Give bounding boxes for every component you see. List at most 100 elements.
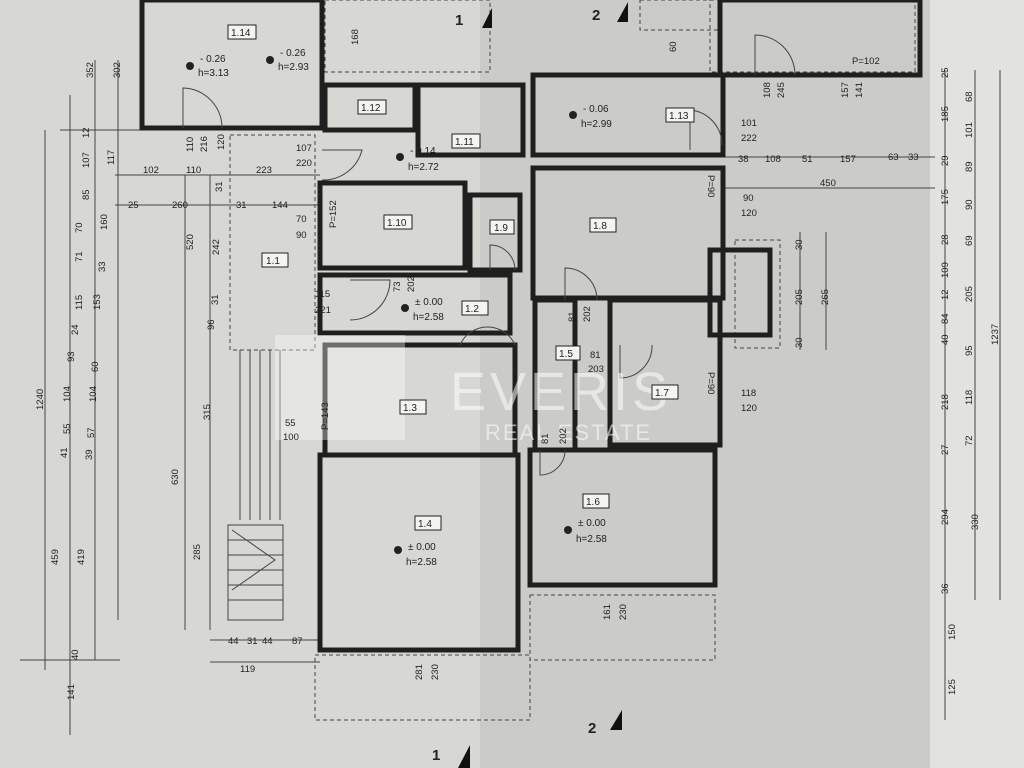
dim-label: 110 — [186, 165, 201, 176]
dim-label: 87 — [292, 636, 303, 647]
dim-label: 125 — [947, 679, 958, 695]
room-label: 1.13 — [669, 111, 689, 122]
level-marker-icon — [401, 304, 409, 312]
dim-label: 33 — [97, 261, 108, 272]
dim-label: 29 — [940, 155, 951, 166]
watermark: EVERIS REAL ESTATE — [275, 335, 668, 445]
right-inner-vertical: 30 205 265 30 — [794, 239, 831, 348]
dim-label: 60 — [90, 361, 101, 372]
level-marker-icon — [564, 526, 572, 534]
section-arrow-icon — [482, 8, 492, 28]
dim-label: 108 — [765, 154, 781, 165]
level-elev: ± 0.00 — [578, 518, 606, 529]
dim-label: 520 — [185, 234, 196, 250]
dim-label: 40 — [70, 649, 81, 660]
dim-label: 39 — [84, 449, 95, 460]
opening-bottom: 222 — [741, 133, 757, 144]
room-label: 1.11 — [455, 137, 474, 148]
room-label: 1.9 — [494, 223, 508, 234]
dim-label: 352 — [85, 62, 96, 78]
room-label: 1.6 — [586, 497, 600, 508]
level-height: h=2.58 — [406, 557, 437, 568]
room-label: 1.2 — [465, 304, 479, 315]
dim-label: 205 — [794, 289, 805, 305]
opening-bottom: 220 — [296, 158, 312, 169]
opening-top: 107 — [296, 143, 312, 154]
dim-label: 260 — [172, 200, 188, 211]
dim-label: 81 — [567, 311, 578, 322]
dim-label: 153 — [92, 294, 103, 310]
dim-label: 104 — [88, 386, 99, 402]
dim-label: 84 — [940, 313, 951, 324]
level-height: h=2.58 — [576, 534, 607, 545]
dim-label: 223 — [256, 165, 272, 176]
dim-label: 69 — [964, 235, 975, 246]
dim-label: 101 — [964, 122, 975, 138]
dim-label: 72 — [964, 435, 975, 446]
dim-label: 120 — [216, 134, 227, 150]
dim-label: 81 — [590, 350, 601, 361]
opening-top: 157 — [840, 82, 851, 98]
right-dimension-lines — [725, 70, 1001, 720]
opening-top: 101 — [741, 118, 757, 129]
parapet-labels: P=102 P=152 P=143 P=90 P=90 — [320, 56, 880, 430]
section-marker-2-bottom: 2 — [588, 720, 596, 737]
level-elev: ± 0.00 — [415, 297, 443, 308]
dim-label: 161 — [602, 604, 613, 620]
dim-label: 144 — [272, 200, 288, 211]
dim-label: 157 — [840, 154, 856, 165]
dim-label: 265 — [820, 289, 831, 305]
opening-top: 90 — [743, 193, 754, 204]
level-elev: ± 0.00 — [408, 542, 436, 553]
right-total-dimension: 1237 — [990, 324, 1001, 345]
dim-label: 102 — [143, 165, 159, 176]
dim-label: 81 — [540, 433, 551, 444]
level-marker-icon — [266, 56, 274, 64]
dim-label: 30 — [794, 337, 805, 348]
level-marker-icon — [569, 111, 577, 119]
opening-top: 118 — [741, 388, 756, 399]
section-arrow-icon — [610, 710, 622, 730]
staircase — [227, 524, 284, 621]
dim-label: 40 — [940, 334, 951, 345]
section-markers: 1 2 2 1 — [432, 2, 628, 768]
room-label: 1.8 — [593, 221, 607, 232]
dim-label: 205 — [964, 286, 975, 302]
opening-top: 115 — [315, 289, 330, 300]
opening-bottom: 120 — [741, 208, 757, 219]
room-label: 1.3 — [403, 403, 417, 414]
dim-label: 150 — [947, 624, 958, 640]
right-horizontal-dimensions: 38 108 51 157 63 33 450 — [738, 152, 919, 189]
level-height: h=2.72 — [408, 162, 439, 173]
left-total-dimension: 1240 — [35, 389, 46, 410]
dim-label: 202 — [406, 276, 417, 292]
dim-label: 25 — [940, 67, 951, 78]
dim-label: 230 — [618, 604, 629, 620]
dim-label: 419 — [76, 549, 87, 565]
room-label: 1.14 — [231, 28, 251, 39]
dim-label: 107 — [81, 152, 92, 168]
building-walls — [139, 0, 923, 653]
dim-label: 95 — [964, 345, 975, 356]
dim-label: 85 — [81, 189, 92, 200]
level-height: h=2.58 — [413, 312, 444, 323]
opening-bottom: 120 — [741, 403, 757, 414]
level-height: h=2.93 — [278, 62, 309, 73]
dim-label: 459 — [50, 549, 61, 565]
dim-label: 24 — [70, 324, 81, 335]
dim-label: 203 — [588, 364, 604, 375]
dim-label: 12 — [940, 289, 951, 300]
opening-top: 110 — [185, 137, 196, 152]
dim-label: 68 — [964, 91, 975, 102]
section-arrow-icon — [458, 745, 470, 768]
left-chain-a: 352 107 85 70 71 115 24 93 104 55 41 459… — [50, 62, 96, 700]
dim-label: 302 — [112, 62, 123, 78]
door-swings — [182, 34, 796, 476]
level-marker-icon — [396, 153, 404, 161]
dim-label: 90 — [964, 199, 975, 210]
dim-label: 63 — [888, 152, 899, 163]
dim-label: 12 — [81, 127, 92, 138]
dim-label: 330 — [970, 514, 981, 530]
opening-dimensions: 110 216 107 220 70 90 115 221 101 222 90… — [185, 82, 865, 443]
